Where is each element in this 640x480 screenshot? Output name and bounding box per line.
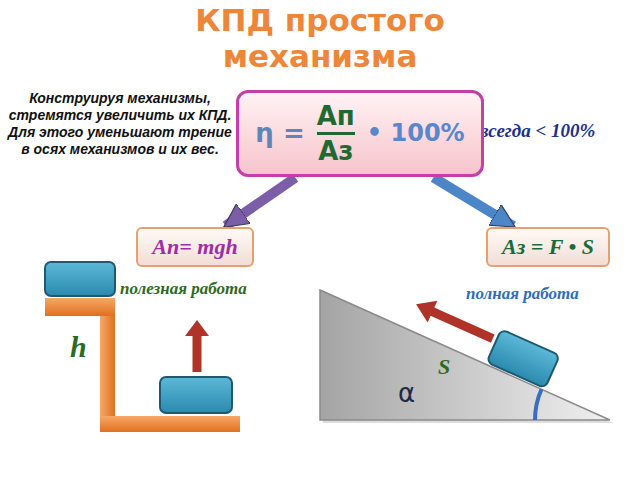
- lower-block: [160, 377, 232, 413]
- explanation-note: Конструируя механизмы, стремятся увеличи…: [4, 90, 236, 158]
- fraction-bar: [317, 132, 355, 135]
- percent-factor: • 100%: [367, 119, 465, 147]
- formula-box: η = AпAз • 100%: [236, 90, 483, 177]
- efficiency-note: всегда < 100%: [480, 120, 595, 142]
- arrow-connector: [226, 178, 296, 226]
- formula-text: Aз = F • S: [502, 233, 594, 261]
- inclined-plane: [320, 290, 610, 420]
- height-label: h: [70, 330, 87, 364]
- denominator: Aз: [318, 136, 353, 166]
- stand-shelf: [45, 298, 115, 316]
- arrow-connector: [433, 178, 513, 226]
- fraction: AпAз: [317, 101, 355, 166]
- formula-text: Aп= mgh: [152, 233, 237, 261]
- incline-load: [406, 293, 559, 388]
- force-arrowhead: [411, 293, 437, 322]
- stand-post: [100, 300, 115, 432]
- numerator: Aп: [317, 101, 355, 131]
- angle-label: α: [398, 378, 415, 408]
- slide-title: КПД простого механизма: [150, 2, 490, 74]
- distance-label: S: [438, 354, 450, 380]
- stand-base: [100, 416, 240, 432]
- angle-arc: [535, 389, 542, 420]
- sliding-block: [487, 329, 560, 388]
- raised-block: [45, 262, 115, 296]
- total-work-label: полная работа: [466, 284, 579, 304]
- efficiency-symbol: η =: [255, 118, 304, 148]
- useful-work-box: Aп= mgh: [136, 227, 253, 267]
- lift-arrowhead: [185, 320, 209, 336]
- total-work-box: Aз = F • S: [486, 227, 610, 267]
- lift-arrow: [193, 334, 202, 372]
- force-arrow: [431, 311, 493, 339]
- useful-work-label: полезная работа: [120, 279, 247, 299]
